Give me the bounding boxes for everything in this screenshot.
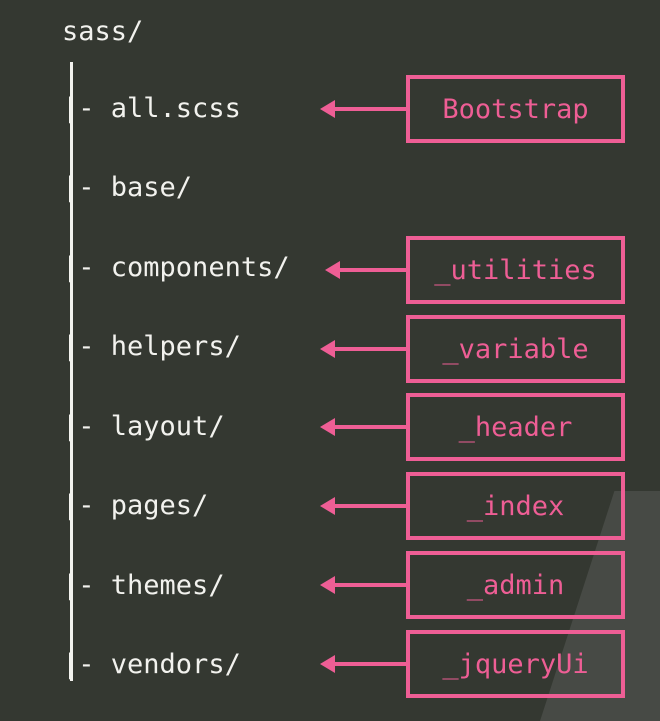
annotation-box-index[interactable]: _index (406, 472, 625, 540)
annotation-box-label: _header (458, 411, 573, 443)
arrow-head-icon-variable (320, 340, 335, 358)
tree-item-label: all.scss (110, 93, 241, 124)
annotation-box-label: _variable (442, 333, 589, 365)
annotation-box-label: _jqueryUi (442, 648, 589, 680)
arrow-head-icon-bootstrap (320, 100, 335, 118)
annotation-box-variable[interactable]: _variable (406, 315, 625, 383)
tree-item-base[interactable]: |- base/ (62, 172, 192, 203)
annotation-box-label: _utilities (434, 254, 597, 286)
arrow-head-icon-admin (320, 576, 335, 594)
tree-item-label: base/ (110, 172, 193, 203)
tree-vertical-connector (70, 62, 73, 90)
tree-item-label: pages/ (110, 490, 209, 521)
tree-branch-prefix: |- (62, 490, 111, 521)
tree-branch-prefix: |- (62, 411, 111, 442)
connector-line-jqueryui (335, 662, 406, 666)
tree-item-components[interactable]: |- components/ (62, 252, 290, 283)
tree-item-themes[interactable]: |- themes/ (62, 570, 225, 601)
tree-branch-prefix: |- (62, 331, 111, 362)
connector-line-variable (335, 347, 406, 351)
arrow-head-icon-index (320, 497, 335, 515)
connector-line-index (335, 504, 406, 508)
sass-folder-tree: sass/ (62, 18, 143, 99)
connector-line-header (335, 425, 406, 429)
annotation-box-label: Bootstrap (442, 93, 589, 125)
tree-item-label: components/ (110, 252, 290, 283)
tree-vertical-connector (70, 567, 73, 649)
annotation-box-header[interactable]: _header (406, 393, 625, 461)
annotation-box-admin[interactable]: _admin (406, 551, 625, 619)
tree-item-all-scss[interactable]: |- all.scss (62, 93, 241, 124)
tree-root-label: sass/ (62, 16, 144, 47)
tree-item-label: layout/ (110, 411, 225, 442)
arrow-head-icon-header (320, 418, 335, 436)
arrow-head-icon-utilities (325, 261, 340, 279)
tree-item-pages[interactable]: |- pages/ (62, 490, 208, 521)
arrow-head-icon-jqueryui (320, 655, 335, 673)
connector-line-admin (335, 583, 406, 587)
tree-vertical-connector (70, 488, 73, 569)
tree-item-helpers[interactable]: |- helpers/ (62, 331, 241, 362)
tree-vertical-connector (70, 329, 73, 410)
tree-vertical-connector (70, 170, 73, 251)
tree-branch-prefix: |- (62, 93, 111, 124)
annotation-box-label: _admin (466, 569, 565, 601)
tree-vertical-connector (70, 249, 73, 331)
tree-vertical-connector (70, 90, 73, 172)
tree-item-layout[interactable]: |- layout/ (62, 411, 225, 442)
tree-branch-prefix: |- (62, 649, 111, 680)
connector-line-bootstrap (335, 107, 406, 111)
tree-item-label: vendors/ (110, 649, 241, 680)
tree-item-label: themes/ (110, 570, 225, 601)
tree-branch-prefix: |- (62, 570, 111, 601)
annotation-box-bootstrap[interactable]: Bootstrap (406, 75, 625, 143)
tree-vertical-connector (70, 647, 73, 681)
tree-item-vendors[interactable]: |- vendors/ (62, 649, 241, 680)
tree-branch-prefix: |- (62, 252, 111, 283)
tree-vertical-connector (70, 408, 73, 490)
connector-line-utilities (340, 268, 406, 272)
annotation-box-label: _index (466, 490, 565, 522)
annotation-box-utilities[interactable]: _utilities (406, 236, 625, 304)
tree-branch-prefix: |- (62, 172, 111, 203)
annotation-box-jqueryui[interactable]: _jqueryUi (406, 630, 625, 698)
tree-item-label: helpers/ (110, 331, 241, 362)
